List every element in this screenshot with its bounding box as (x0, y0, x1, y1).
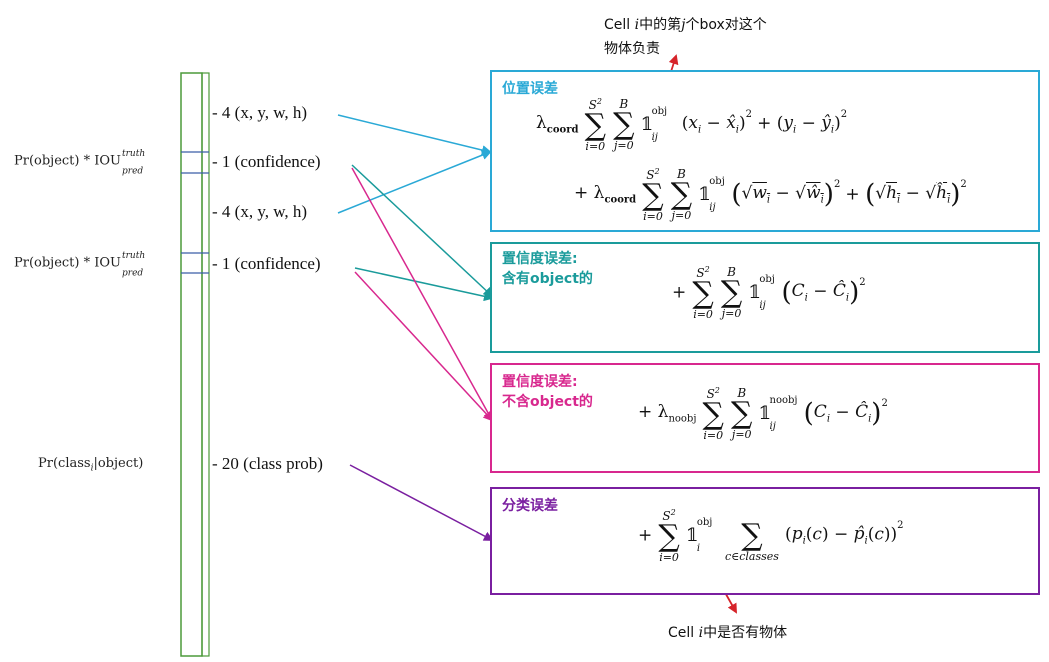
label-coords-1: - 4 (x, y, w, h) (212, 103, 308, 122)
conf-obj-title-2: 含有object的 (502, 271, 593, 287)
label-class-prob: - 20 (class prob) (212, 454, 323, 473)
arrow-class-to-classbox (349, 464, 494, 541)
annotation-top-line2: 物体负责 (604, 41, 660, 57)
output-vector-bar (180, 72, 210, 657)
arrow-conf1-to-noobj (351, 167, 493, 422)
conf-noobj-title-2: 不含object的 (502, 394, 593, 410)
arrow-conf2-to-obj (354, 267, 494, 302)
arrow-coords1-to-position (337, 114, 492, 155)
conf-noobj-box: 置信度误差: 不含object的 + λnoobj S2∑i=0 B∑j=0 𝟙… (490, 363, 1040, 473)
position-error-title: 位置误差 (502, 81, 558, 97)
annotation-top-line1: Cell i中的第j个box对这个 (604, 17, 767, 33)
label-confidence-1: - 1 (confidence) (212, 152, 321, 171)
arrow-conf1-to-obj (351, 164, 494, 298)
conf-obj-title-1: 置信度误差: (502, 251, 578, 267)
annotation-bottom: Cell i中是否有物体 (668, 625, 788, 641)
conf-noobj-title-1: 置信度误差: (502, 374, 578, 390)
label-pr-class: Pr(classi|object) (38, 456, 144, 474)
label-coords-2: - 4 (x, y, w, h) (212, 202, 308, 221)
arrow-coords2-to-position (337, 150, 492, 214)
arrow-conf2-to-noobj (354, 271, 494, 422)
label-confidence-2: - 1 (confidence) (212, 254, 321, 273)
class-error-title: 分类误差 (502, 498, 558, 514)
